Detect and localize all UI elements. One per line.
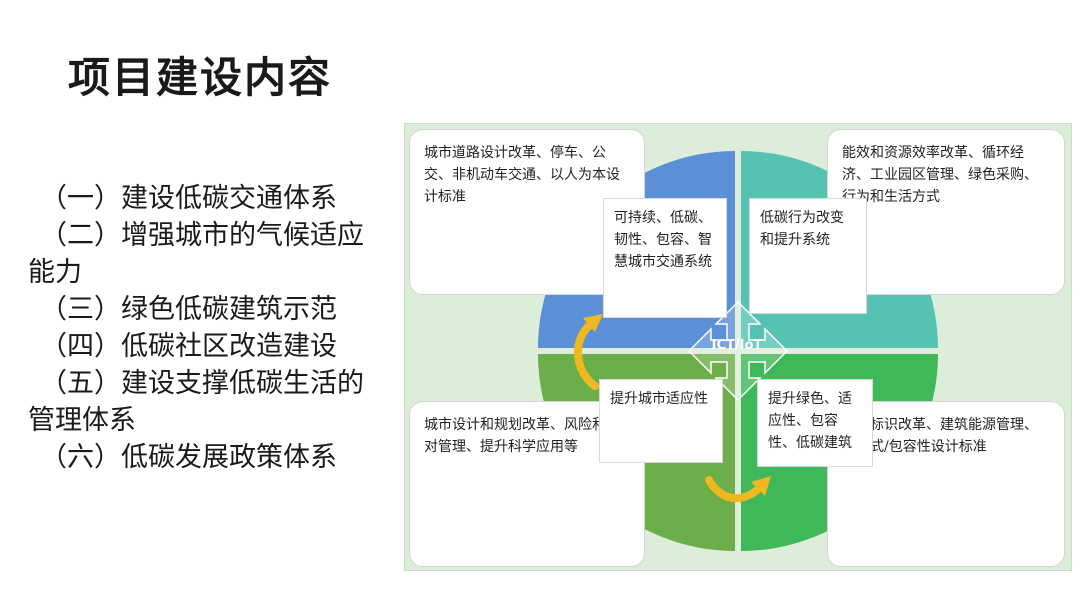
outline-item-6: （六）低碳发展政策体系 [40, 442, 337, 473]
quadrant-box-adaptation: 提升城市适应性 [599, 379, 723, 463]
low-carbon-diagram: 城市道路设计改革、停车、公交、非机动车交通、以人为本设计标准 能效和资源效率改革… [404, 123, 1072, 571]
cycle-arrow-left-head [583, 314, 603, 332]
outline-item-2: （二）增强城市的气候适应能力 [28, 220, 364, 288]
outline-item-5: （五）建设支撑低碳生活的管理体系 [28, 368, 364, 436]
quadrant-box-buildings: 提升绿色、适应性、包容性、低碳建筑 [757, 379, 873, 467]
page-title: 项目建设内容 [68, 53, 333, 102]
quadrant-box-behavior: 低碳行为改变和提升系统 [749, 198, 867, 314]
cycle-arrow-left [574, 320, 599, 390]
outline-list: （一）建设低碳交通体系 （二）增强城市的气候适应能力 （三）绿色低碳建筑示范 （… [28, 180, 378, 476]
outline-item-4: （四）低碳社区改造建设 [40, 331, 337, 362]
center-arrows-icon [687, 300, 789, 402]
cycle-arrow-bottom [705, 476, 765, 503]
cycle-arrow-bottom-head [751, 476, 771, 496]
center-label: ICT/IoT [711, 338, 763, 353]
quadrant-box-transport: 可持续、低碳、韧性、包容、智慧城市交通系统 [603, 198, 727, 318]
outline-item-1: （一）建设低碳交通体系 [40, 183, 337, 214]
outline-item-3: （三）绿色低碳建筑示范 [40, 294, 337, 325]
corner-box-bottom-left: 城市设计和规划改革、风险和应对管理、提升科学应用等 [409, 401, 645, 567]
